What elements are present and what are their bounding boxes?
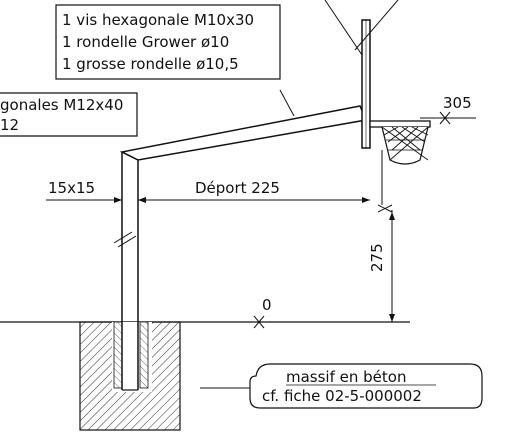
backboard — [361, 19, 371, 149]
post-tube — [113, 152, 139, 391]
hoop-height-marker: 305 — [420, 94, 476, 125]
ground-zero-label: 0 — [262, 296, 272, 314]
callout-top-line-2: 1 rondelle Grower ø10 — [62, 33, 229, 51]
callout-top-line-3: 1 grosse rondelle ø10,5 — [62, 55, 239, 73]
hoop-height-label: 305 — [443, 94, 472, 112]
ground-zero-marker: 0 — [253, 296, 272, 329]
callout-top-line-1: 1 vis hexagonale M10x30 — [62, 11, 254, 29]
basket-hoop — [369, 120, 431, 165]
section-dimension: 15x15 — [46, 179, 122, 203]
top-callout-diag2 — [354, 0, 399, 51]
section-dimension-label: 15x15 — [48, 179, 95, 197]
deport-dimension: Déport 225 — [138, 179, 370, 203]
callout-box-top: 1 vis hexagonale M10x30 1 rondelle Growe… — [55, 4, 281, 80]
height-dimension: 275 — [368, 210, 395, 322]
concrete-foundation — [79, 321, 181, 431]
callout-box-left: gonales M12x40 12 — [0, 92, 138, 137]
callout-left-line-2: 12 — [0, 116, 19, 134]
top-callout-diag — [324, 0, 363, 56]
foundation-callout: massif en béton cf. fiche 02-5-000002 — [200, 363, 483, 409]
top-callout-leader — [279, 89, 295, 117]
hoop-vertical-reference — [377, 150, 393, 322]
height-dimension-label: 275 — [368, 243, 386, 272]
foundation-line-1: massif en béton — [286, 368, 406, 386]
support-arm — [119, 105, 368, 161]
deport-label: Déport 225 — [195, 179, 280, 197]
foundation-line-2: cf. fiche 02-5-000002 — [262, 387, 422, 405]
callout-left-line-1: gonales M12x40 — [0, 96, 123, 114]
